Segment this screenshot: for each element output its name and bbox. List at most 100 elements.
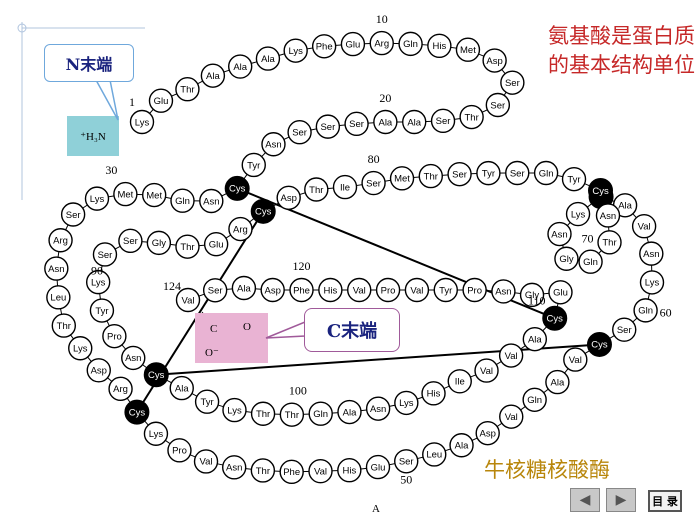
residue-circle — [169, 375, 194, 401]
residue-label: Cys — [591, 340, 608, 351]
residue-circle — [365, 454, 391, 480]
next-slide-button[interactable]: ▶ — [606, 488, 636, 512]
residue-circle — [279, 402, 305, 427]
residue-label: His — [433, 41, 447, 52]
residue-label: Val — [353, 285, 366, 296]
residue-label: Asn — [600, 211, 616, 222]
residue-circle — [175, 234, 200, 259]
residue-circle — [318, 277, 343, 303]
residue-circle — [398, 31, 423, 57]
residue-37: Lys — [68, 336, 93, 361]
residue-label: Gly — [152, 238, 167, 249]
residue-circle — [491, 279, 516, 304]
c-terminal-callout: C末端 — [304, 308, 400, 352]
residue-circle — [375, 277, 401, 303]
residue-circle — [304, 177, 329, 202]
residue-circle — [595, 203, 621, 228]
residue-label: Arg — [53, 236, 68, 247]
cysteine-circle — [224, 175, 250, 201]
residue-circle — [500, 70, 525, 95]
residue-48: His — [337, 458, 362, 483]
residue-circle — [51, 313, 77, 338]
residue-10: Arg — [369, 30, 394, 56]
residue-circle — [250, 458, 276, 483]
residue-circle — [389, 166, 415, 191]
residue-68: Gly — [554, 246, 579, 271]
position-number-20: 20 — [379, 91, 391, 105]
residue-label: Asp — [264, 285, 280, 296]
residue-label: Gln — [313, 409, 328, 420]
residue-label: Gln — [539, 168, 554, 179]
residue-82: Thr — [304, 177, 329, 202]
residue-label: Asn — [48, 264, 64, 275]
prev-slide-button[interactable]: ◀ — [570, 488, 600, 512]
cysteine-circle — [588, 177, 614, 203]
residue-87: Thr — [175, 234, 200, 259]
residue-label: Lys — [645, 278, 660, 289]
residue-116: Val — [404, 277, 430, 303]
residue-circle — [474, 358, 499, 383]
residue-label: Thr — [602, 238, 616, 249]
residue-69: Gln — [578, 249, 603, 274]
residue-circle — [194, 389, 220, 414]
residue-label: Phe — [293, 285, 310, 296]
residue-62: Asn — [639, 241, 664, 266]
residue-54: Val — [499, 404, 524, 429]
residue-93: Pro — [102, 323, 127, 349]
residue-label: Tyr — [439, 285, 452, 296]
residue-63: Val — [631, 213, 657, 239]
residue-105: His — [421, 381, 446, 406]
position-number-10: 10 — [376, 12, 388, 26]
enzyme-name: 牛核糖核酸酶 — [484, 458, 610, 482]
residue-123: Ser — [202, 278, 228, 303]
residue-76: Tyr — [476, 160, 501, 186]
residue-25: Tyr — [241, 152, 266, 178]
residue-label: Tyr — [200, 397, 213, 408]
residue-81: Ile — [332, 174, 358, 200]
residue-circle — [631, 213, 657, 239]
residue-117: Pro — [375, 277, 401, 303]
residue-label: Ser — [98, 250, 113, 261]
residue-108: Val — [498, 343, 524, 368]
c-terminal-label: C末端 — [326, 321, 378, 342]
residue-72: Cys — [588, 177, 614, 203]
residue-label: Asp — [280, 193, 296, 204]
residue-label: Pro — [467, 285, 482, 296]
residue-44: Asn — [221, 455, 247, 480]
residue-label: Ile — [455, 377, 465, 388]
residue-label: Thr — [465, 112, 479, 123]
residue-circle — [311, 34, 337, 59]
residue-78: Thr — [418, 163, 443, 189]
residue-label: Ile — [340, 182, 350, 193]
residue-89: Ser — [118, 228, 143, 254]
residue-label: Asn — [643, 249, 659, 260]
residue-circle — [459, 104, 484, 130]
residue-50: Ser — [394, 449, 419, 474]
n-terminal-group-label: ⁺H₃N — [80, 130, 106, 143]
residue-24: Asn — [261, 132, 286, 157]
residue-label: Val — [569, 355, 582, 366]
position-number-100: 100 — [289, 384, 307, 398]
residue-22: Ser — [315, 114, 341, 139]
residue-circle — [260, 277, 285, 303]
residue-2: Glu — [148, 88, 174, 113]
residue-66: Lys — [565, 201, 591, 227]
residue-circle — [202, 278, 228, 303]
residue-label: Ser — [366, 178, 381, 189]
residue-label: Tyr — [567, 174, 580, 185]
residue-circle — [102, 323, 127, 349]
residue-circle — [476, 160, 501, 186]
residue-5: Ala — [228, 54, 253, 79]
cysteine-circle — [542, 305, 568, 331]
residue-label: Asn — [495, 287, 511, 298]
residue-circle — [332, 174, 358, 200]
residue-circle — [113, 181, 138, 207]
residue-circle — [402, 109, 427, 135]
residue-label: Glu — [553, 288, 568, 299]
residue-111: Glu — [548, 280, 573, 305]
position-number-1: 1 — [129, 95, 135, 109]
residue-12: His — [427, 33, 452, 59]
residue-28: Gln — [170, 188, 195, 213]
menu-button[interactable]: 目 录 — [648, 490, 682, 512]
